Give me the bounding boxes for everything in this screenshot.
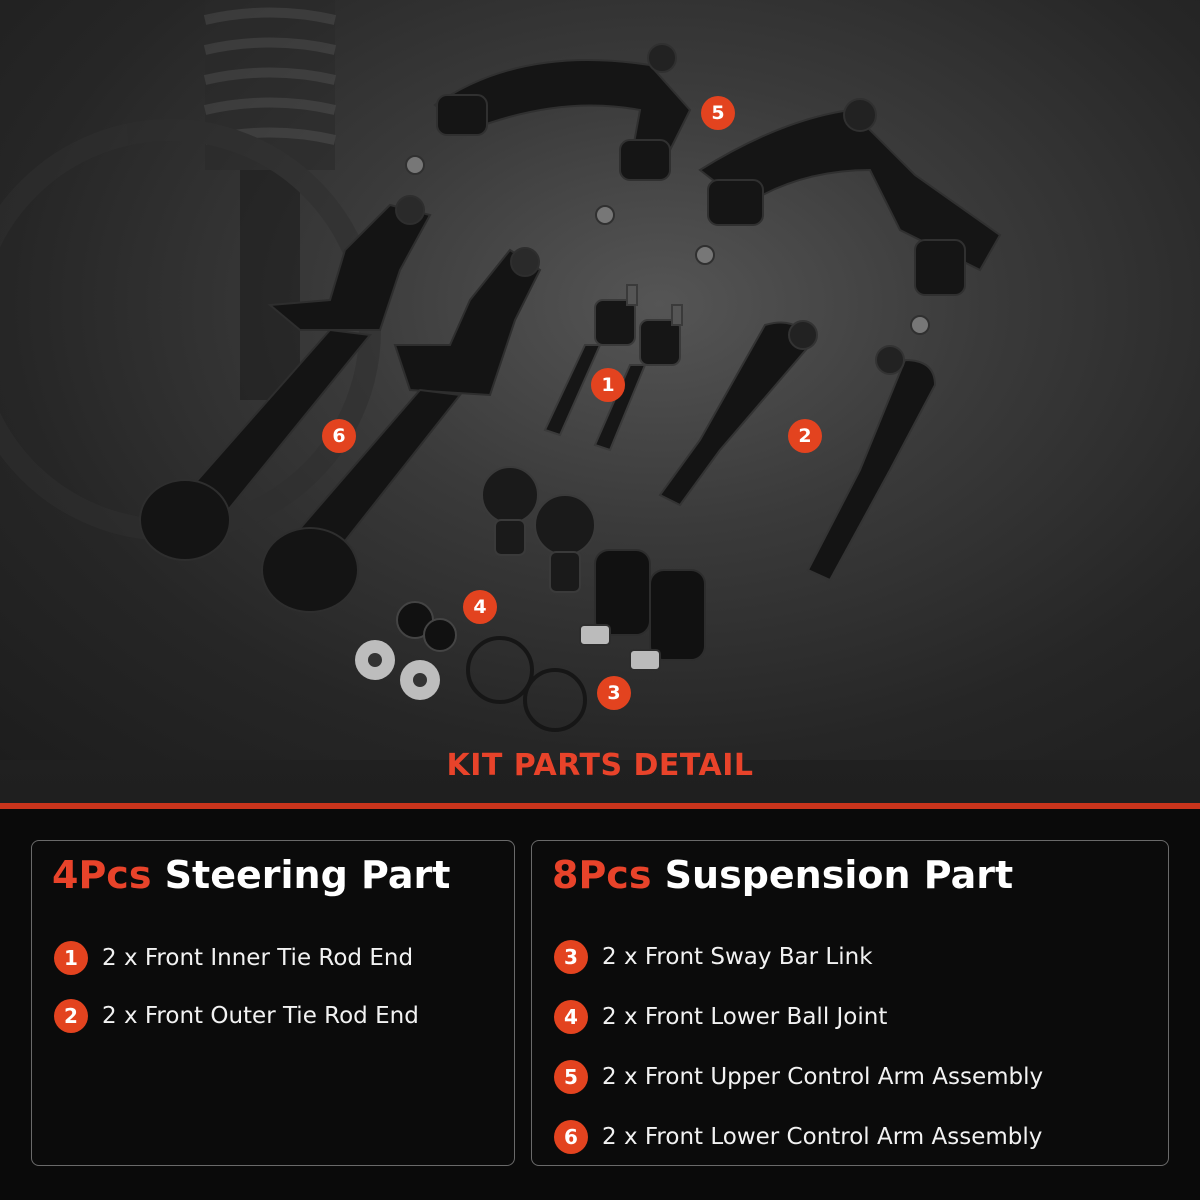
callout-1: 1 bbox=[591, 368, 625, 402]
list-item: 2 2 x Front Outer Tie Rod End bbox=[54, 987, 419, 1045]
product-photo: 5 6 1 2 4 3 bbox=[0, 0, 1200, 760]
list-item: 1 2 x Front Inner Tie Rod End bbox=[54, 929, 419, 987]
lower-ball-joints bbox=[481, 466, 596, 593]
upper-control-arm-right bbox=[695, 98, 1002, 335]
steering-part-title: 4Pcs Steering Part bbox=[52, 853, 450, 897]
background-strut bbox=[0, 0, 381, 541]
item-number-badge: 1 bbox=[54, 941, 88, 975]
inner-tie-rod-ends bbox=[543, 284, 683, 452]
sway-bar-links bbox=[579, 549, 706, 671]
suspension-part-panel: 8Pcs Suspension Part 3 2 x Front Sway Ba… bbox=[531, 840, 1169, 1166]
outer-tie-rod-ends bbox=[658, 320, 937, 582]
list-item: 4 2 x Front Lower Ball Joint bbox=[554, 987, 1043, 1047]
item-text: 2 x Front Outer Tie Rod End bbox=[102, 1003, 419, 1029]
lower-control-arm-right bbox=[261, 247, 542, 613]
suspension-kit-illustration bbox=[0, 0, 1002, 732]
kit-parts-detail-heading: KIT PARTS DETAIL bbox=[446, 748, 754, 783]
list-item: 6 2 x Front Lower Control Arm Assembly bbox=[554, 1107, 1043, 1167]
item-text: 2 x Front Sway Bar Link bbox=[602, 944, 873, 970]
callout-5: 5 bbox=[701, 96, 735, 130]
item-text: 2 x Front Inner Tie Rod End bbox=[102, 945, 414, 971]
item-number-badge: 2 bbox=[54, 999, 88, 1033]
list-item: 3 2 x Front Sway Bar Link bbox=[554, 927, 1043, 987]
callout-3: 3 bbox=[597, 676, 631, 710]
suspension-items-list: 3 2 x Front Sway Bar Link 4 2 x Front Lo… bbox=[554, 927, 1043, 1167]
item-number-badge: 6 bbox=[554, 1120, 588, 1154]
section-divider bbox=[0, 803, 1200, 809]
item-text: 2 x Front Lower Ball Joint bbox=[602, 1004, 888, 1030]
callout-4: 4 bbox=[463, 590, 497, 624]
suspension-title-text: Suspension Part bbox=[664, 853, 1014, 897]
washers-and-snap-rings bbox=[355, 601, 587, 732]
list-item: 5 2 x Front Upper Control Arm Assembly bbox=[554, 1047, 1043, 1107]
suspension-count: 8Pcs bbox=[552, 853, 652, 897]
steering-part-panel: 4Pcs Steering Part 1 2 x Front Inner Tie… bbox=[31, 840, 515, 1166]
steering-title-text: Steering Part bbox=[164, 853, 451, 897]
lower-control-arm-left bbox=[139, 195, 432, 561]
item-text: 2 x Front Lower Control Arm Assembly bbox=[602, 1124, 1043, 1150]
callout-2: 2 bbox=[788, 419, 822, 453]
steering-items-list: 1 2 x Front Inner Tie Rod End 2 2 x Fron… bbox=[54, 929, 419, 1045]
callout-6: 6 bbox=[322, 419, 356, 453]
upper-control-arm-left bbox=[405, 43, 692, 225]
steering-count: 4Pcs bbox=[52, 853, 152, 897]
suspension-part-title: 8Pcs Suspension Part bbox=[552, 853, 1013, 897]
item-number-badge: 5 bbox=[554, 1060, 588, 1094]
item-text: 2 x Front Upper Control Arm Assembly bbox=[602, 1064, 1044, 1090]
item-number-badge: 3 bbox=[554, 940, 588, 974]
item-number-badge: 4 bbox=[554, 1000, 588, 1034]
